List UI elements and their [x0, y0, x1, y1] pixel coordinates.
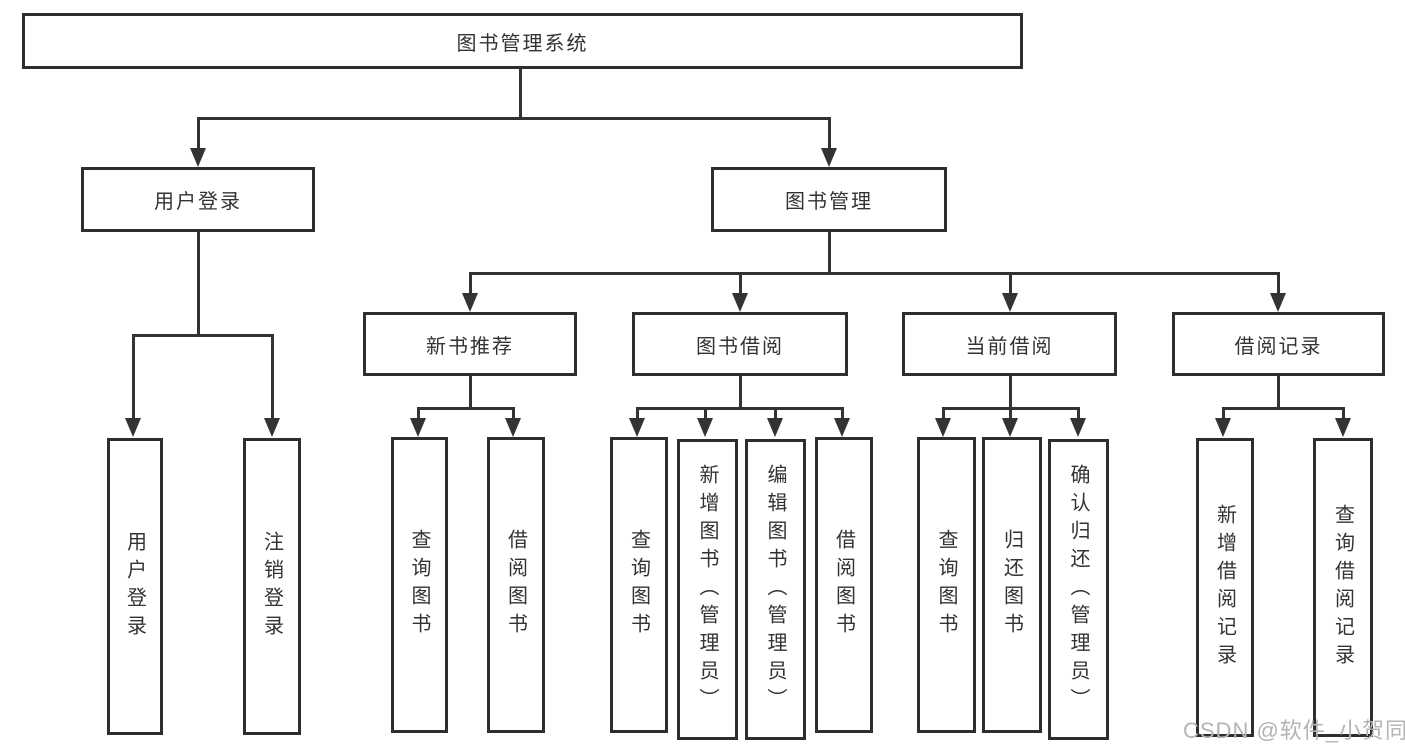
- leaf-bb-query-books-label: 查询图书: [627, 529, 650, 641]
- leaf-br-query-record: 查询借阅记录: [1313, 438, 1373, 737]
- connector-line: [132, 334, 135, 422]
- leaf-bb-add-books: 新增图书（管理员）: [677, 439, 738, 740]
- leaf-nb-borrow-books-label: 借阅图书: [504, 529, 527, 641]
- leaf-nb-query-books: 查询图书: [391, 437, 448, 733]
- leaf-br-add-record: 新增借阅记录: [1196, 438, 1254, 737]
- connector-line: [636, 407, 639, 421]
- connector-line: [417, 407, 515, 410]
- arrow-down-icon: [505, 418, 521, 437]
- connector-line: [1009, 376, 1012, 409]
- node-root: 图书管理系统: [22, 13, 1023, 69]
- leaf-bb-query-books: 查询图书: [610, 437, 668, 733]
- connector-line: [942, 407, 945, 421]
- leaf-bb-borrow-books: 借阅图书: [815, 437, 873, 733]
- leaf-cb-query-books-label: 查询图书: [935, 529, 957, 641]
- leaf-bb-edit-books: 编辑图书（管理员）: [745, 439, 806, 740]
- connector-line: [469, 272, 472, 296]
- connector-line: [774, 407, 777, 421]
- node-book-borrow: 图书借阅: [632, 312, 848, 376]
- leaf-cb-return-books: 归还图书: [982, 437, 1042, 733]
- arrow-down-icon: [1215, 418, 1231, 437]
- leaf-cb-return-books-label: 归还图书: [1000, 529, 1023, 641]
- leaf-user-login-label: 用户登录: [123, 530, 146, 643]
- arrow-down-icon: [1270, 293, 1286, 312]
- leaf-logout: 注销登录: [243, 438, 301, 735]
- connector-line: [828, 232, 831, 274]
- arrow-down-icon: [1002, 418, 1018, 437]
- leaf-logout-label: 注销登录: [260, 530, 283, 643]
- arrow-down-icon: [125, 418, 141, 437]
- arrow-down-icon: [1002, 293, 1018, 312]
- leaf-bb-edit-books-label: 编辑图书（管理员）: [764, 463, 786, 716]
- connector-line: [1077, 407, 1080, 421]
- connector-line: [1342, 407, 1345, 421]
- connector-line: [132, 334, 274, 337]
- arrow-down-icon: [629, 418, 645, 437]
- arrow-down-icon: [935, 418, 951, 437]
- connector-line: [1277, 376, 1280, 409]
- connector-line: [417, 407, 420, 421]
- arrow-down-icon: [1070, 418, 1086, 437]
- arrow-down-icon: [732, 293, 748, 312]
- connector-line: [271, 334, 274, 422]
- arrow-down-icon: [1335, 418, 1351, 437]
- connector-line: [739, 376, 742, 409]
- leaf-br-query-record-label: 查询借阅记录: [1331, 503, 1354, 672]
- leaf-cb-confirm-return-label: 确认归还（管理员）: [1067, 463, 1089, 716]
- node-current-borrow-label: 当前借阅: [965, 335, 1054, 358]
- connector-line: [739, 272, 742, 296]
- arrow-down-icon: [767, 418, 783, 437]
- leaf-nb-borrow-books: 借阅图书: [487, 437, 545, 733]
- node-borrow-records-label: 借阅记录: [1234, 335, 1323, 358]
- arrow-down-icon: [462, 293, 478, 312]
- leaf-user-login: 用户登录: [107, 438, 163, 735]
- connector-line: [469, 272, 1280, 275]
- connector-line: [197, 117, 831, 120]
- connector-line: [512, 407, 515, 421]
- connector-line: [469, 376, 472, 409]
- connector-line: [1277, 272, 1280, 296]
- leaf-br-add-record-label: 新增借阅记录: [1213, 503, 1236, 672]
- connector-line: [197, 232, 200, 336]
- leaf-nb-query-books-label: 查询图书: [408, 529, 430, 641]
- leaf-cb-query-books: 查询图书: [917, 437, 976, 733]
- leaf-bb-borrow-books-label: 借阅图书: [832, 529, 855, 641]
- connector-line: [636, 407, 844, 410]
- arrow-down-icon: [264, 418, 280, 437]
- arrow-down-icon: [821, 148, 837, 167]
- arrow-down-icon: [190, 148, 206, 167]
- arrow-down-icon: [697, 418, 713, 437]
- node-current-borrow: 当前借阅: [902, 312, 1117, 376]
- node-root-label: 图书管理系统: [456, 32, 589, 55]
- node-new-book-recommend-label: 新书推荐: [426, 335, 514, 358]
- node-book-management: 图书管理: [711, 167, 947, 232]
- connector-line: [1222, 407, 1345, 410]
- node-new-book-recommend: 新书推荐: [363, 312, 577, 376]
- connector-line: [1009, 272, 1012, 296]
- leaf-bb-add-books-label: 新增图书（管理员）: [696, 463, 718, 716]
- connector-line: [197, 117, 200, 151]
- watermark: CSDN @软件_小贺同学: [1183, 718, 1405, 743]
- node-borrow-records: 借阅记录: [1172, 312, 1385, 376]
- connector-line: [841, 407, 844, 421]
- node-user-login: 用户登录: [81, 167, 315, 232]
- connector-line: [704, 407, 707, 421]
- connector-line: [828, 117, 831, 151]
- leaf-cb-confirm-return: 确认归还（管理员）: [1048, 439, 1109, 740]
- connector-line: [519, 69, 522, 119]
- connector-line: [1222, 407, 1225, 421]
- connector-line: [1009, 407, 1012, 421]
- node-book-management-label: 图书管理: [785, 191, 873, 213]
- node-book-borrow-label: 图书借阅: [696, 335, 784, 358]
- arrow-down-icon: [410, 418, 426, 437]
- node-user-login-label: 用户登录: [154, 191, 242, 213]
- arrow-down-icon: [834, 418, 850, 437]
